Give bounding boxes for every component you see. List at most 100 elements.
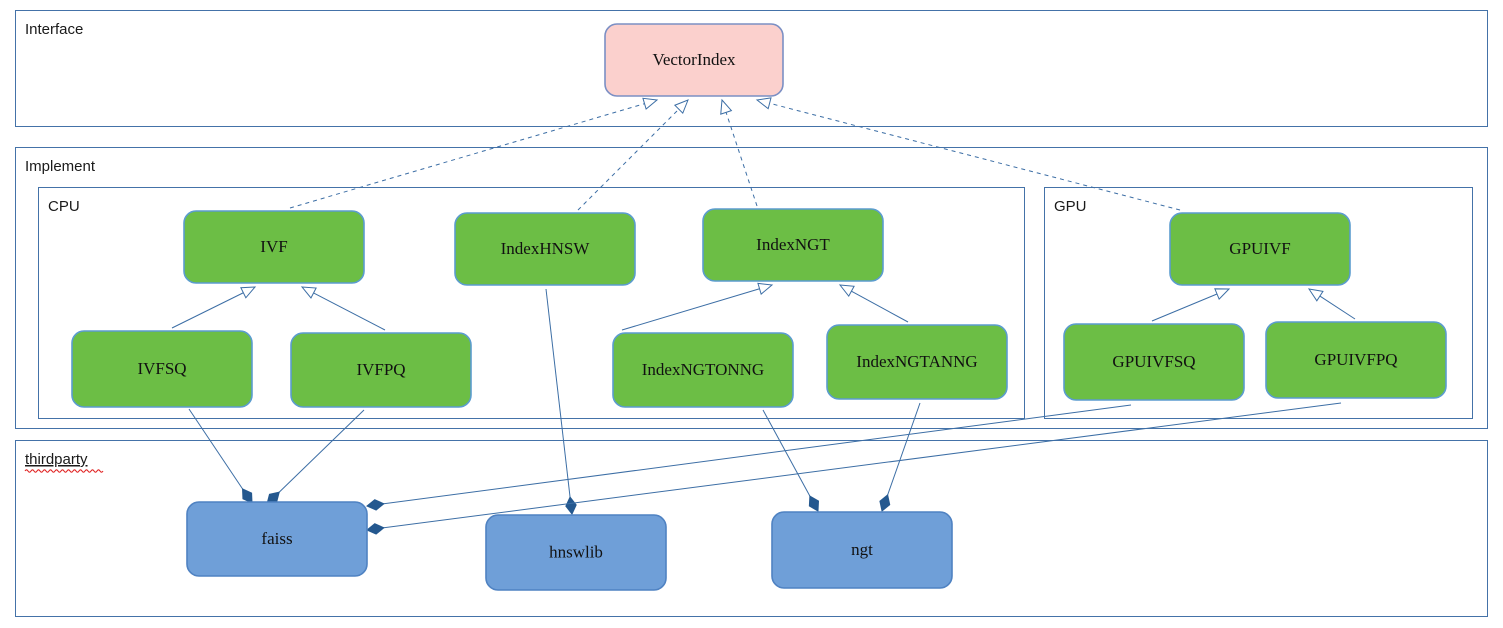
edge-gpuivf-to-vectorindex [755,97,1181,211]
class-name-ivfpq: IVFPQ [356,360,405,379]
edge-faiss-to-ivfsq [188,408,253,504]
edge-faiss-to-ivfpq [266,409,365,505]
group-border-thirdparty [15,440,1488,617]
group-label-implement: Implement [25,158,96,175]
class-node-ivfsq[interactable]: IVFSQ [71,330,253,408]
edge-line-realization [289,103,645,209]
diamond-composition-marker [366,499,385,511]
diamond-composition-marker [879,494,891,512]
edge-line-generalization [621,288,760,331]
class-box-indexngt[interactable] [702,208,884,282]
arrowhead-hollow-triangle [240,286,257,299]
class-box-gpuivf[interactable] [1169,212,1351,286]
class-name-vectorindex: VectorIndex [652,50,736,69]
class-node-gpuivfpq[interactable]: GPUIVFPQ [1265,321,1447,399]
edge-gpuivfpq-to-gpuivf [1307,288,1356,320]
arrowhead-hollow-triangle [720,98,733,115]
edge-indexngt-to-vectorindex [720,98,758,207]
group-border-gpu [1044,187,1473,419]
arrowhead-hollow-triangle [755,97,772,110]
class-box-vectorindex[interactable] [604,23,784,97]
class-node-indexngtonng[interactable]: IndexNGTONNG [612,332,794,408]
class-name-ivfsq: IVFSQ [137,359,186,378]
arrowhead-hollow-triangle [673,99,689,115]
class-box-ngt[interactable] [771,511,953,589]
class-node-indexhnsw[interactable]: IndexHNSW [454,212,636,286]
class-name-ngt: ngt [851,540,873,559]
class-node-ivf[interactable]: IVF [183,210,365,284]
class-box-ivfpq[interactable] [290,332,472,408]
edge-line-composition [366,404,1132,507]
class-box-indexhnsw[interactable] [454,212,636,286]
class-name-indexngtanng: IndexNGTANNG [856,352,977,371]
class-node-indexngt[interactable]: IndexNGT [702,208,884,282]
edge-line-generalization [851,290,909,323]
edge-indexngtonng-to-indexngt [621,282,774,331]
edge-line-realization [769,102,1181,211]
edge-gpuivfsq-to-gpuivf [1151,288,1231,322]
edge-ngt-to-indexngtanng [879,402,921,512]
class-name-gpuivf: GPUIVF [1229,239,1290,258]
diamond-composition-marker [366,523,385,535]
class-node-faiss[interactable]: faiss [186,501,368,577]
class-node-ngt[interactable]: ngt [771,511,953,589]
class-box-faiss[interactable] [186,501,368,577]
class-node-indexngtanng[interactable]: IndexNGTANNG [826,324,1008,400]
group-border-interface [15,10,1488,127]
class-node-ivfpq[interactable]: IVFPQ [290,332,472,408]
edge-ivfsq-to-ivf [171,286,257,329]
edge-line-realization [725,112,758,207]
group-label-gpu: GPU [1054,198,1087,215]
relationship-edges-layer [171,97,1356,535]
class-name-gpuivfsq: GPUIVFSQ [1112,352,1195,371]
class-node-hnswlib[interactable]: hnswlib [485,514,667,591]
arrowhead-hollow-triangle [757,282,774,295]
class-box-indexngtonng[interactable] [612,332,794,408]
edge-line-composition [366,402,1342,531]
arrowhead-hollow-triangle [838,284,855,298]
spellcheck-squiggle-thirdparty [24,469,104,473]
diamond-composition-marker [565,496,577,515]
edge-faiss-to-gpuivfpq [366,402,1342,535]
class-name-indexngtonng: IndexNGTONNG [642,360,764,379]
class-box-ivf[interactable] [183,210,365,284]
class-box-hnswlib[interactable] [485,514,667,591]
diamond-composition-marker [808,495,820,512]
edge-line-generalization [1319,295,1356,320]
class-name-indexhnsw: IndexHNSW [501,239,591,258]
class-box-gpuivfsq[interactable] [1063,323,1245,401]
class-name-hnswlib: hnswlib [549,542,603,561]
class-name-ivf: IVF [260,237,287,256]
edge-hnswlib-to-indexhnsw [545,288,577,515]
edge-line-generalization [313,292,386,331]
edge-ngt-to-indexngtonng [762,409,820,512]
class-box-gpuivfpq[interactable] [1265,321,1447,399]
edge-line-composition [266,409,365,505]
arrowhead-hollow-triangle [1214,288,1231,301]
class-node-gpuivf[interactable]: GPUIVF [1169,212,1351,286]
arrowhead-hollow-triangle [1307,288,1324,302]
group-gpu: GPU [1044,187,1473,419]
arrowhead-hollow-triangle [642,97,659,110]
group-implement: Implement [15,147,1488,429]
class-box-indexngtanng[interactable] [826,324,1008,400]
group-border-implement [15,147,1488,429]
group-label-interface: Interface [25,21,83,38]
class-node-vectorindex[interactable]: VectorIndex [604,23,784,97]
group-label-cpu: CPU [48,198,80,215]
edge-faiss-to-gpuivfsq [366,404,1132,511]
arrowhead-hollow-triangle [300,286,317,299]
edge-line-generalization [171,292,244,329]
group-thirdparty: thirdparty [15,440,1488,617]
edge-line-composition [881,402,921,512]
class-box-ivfsq[interactable] [71,330,253,408]
class-name-gpuivfpq: GPUIVFPQ [1314,350,1397,369]
edge-indexhnsw-to-vectorindex [577,99,689,211]
edge-ivf-to-vectorindex [289,97,659,209]
class-node-gpuivfsq[interactable]: GPUIVFSQ [1063,323,1245,401]
edge-line-generalization [1151,293,1218,322]
